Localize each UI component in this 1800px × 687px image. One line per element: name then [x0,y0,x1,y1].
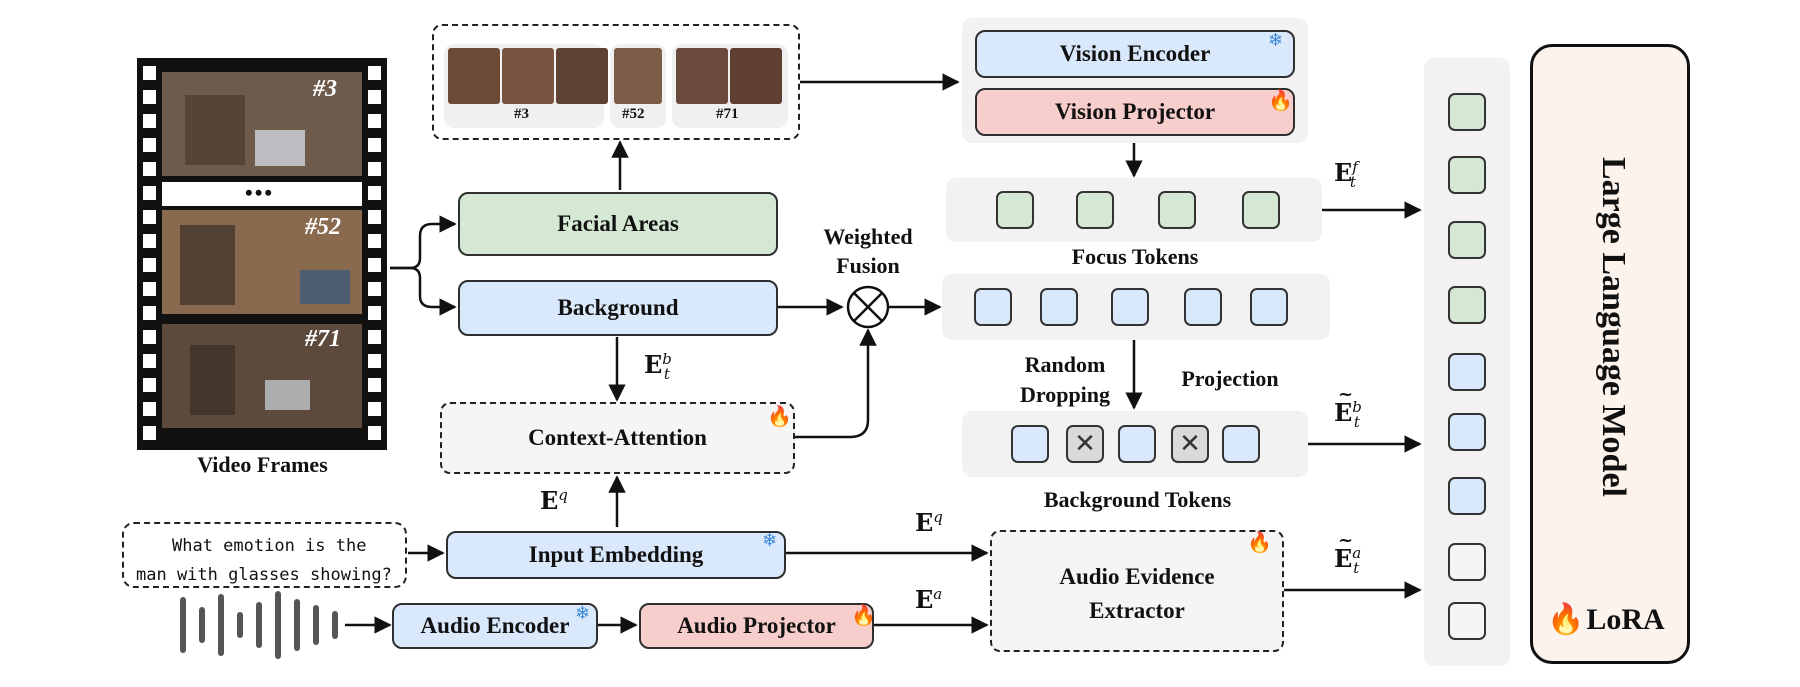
random-label: Random [1024,352,1106,377]
film-strip-icon [137,58,387,450]
input-embedding-box: Input Embedding [446,531,786,579]
face-label-3: #3 [514,106,529,122]
frame-label-71: #71 [305,326,341,352]
llm-token [1448,413,1486,451]
dropping-label: Dropping [1019,382,1111,407]
background-token [1111,288,1149,326]
audio-projector-box: Audio Projector [639,603,874,649]
math-e-t-b: Ebt [644,350,672,383]
fire-icon: 🔥 [1247,530,1272,554]
vision-projector-box: Vision Projector [975,88,1295,136]
math-e-tilde-t-a: ~Eat [1334,530,1362,577]
cross-multiply-icon [846,285,890,329]
face-label-71: #71 [716,106,739,122]
vision-encoder-box: Vision Encoder [975,30,1295,78]
llm-token [1448,156,1486,194]
face-crop [556,48,608,104]
question-bubble: What emotion is the man with glasses sho… [122,522,407,588]
background-token [1184,288,1222,326]
context-attention-box: Context-Attention [440,402,795,474]
math-e-tilde-t-b: ~Ebt [1334,384,1362,431]
math-e-a: Ea [915,585,943,614]
audio-encoder-box: Audio Encoder [392,603,598,649]
background-token [1118,425,1156,463]
frame-label-3: #3 [313,76,337,102]
background-token [1250,288,1288,326]
dropped-token: ✕ [1066,425,1104,463]
weighted-fusion-label: Weighted Fusion [812,222,924,280]
face-crop [730,48,782,104]
frame-label-52: #52 [305,214,341,240]
llm-box: Large Language Model 🔥 LoRA [1530,44,1690,664]
face-label-52: #52 [622,106,645,122]
llm-token [1448,286,1486,324]
question-line-2: man with glasses showing? [136,565,392,585]
frame-ellipsis: ••• [245,180,275,205]
fire-icon: 🔥 [1268,88,1293,112]
llm-token [1448,93,1486,131]
llm-token [1448,543,1486,581]
lora-group: 🔥 LoRA [1547,602,1665,637]
fire-icon: 🔥 [767,404,792,428]
background-tokens-label: Background Tokens [1043,487,1232,512]
math-e-q-right: Eq [915,508,943,537]
fire-icon: 🔥 [851,603,876,627]
background-box: Background [458,280,778,336]
llm-token [1448,221,1486,259]
background-token [1011,425,1049,463]
focus-token [996,191,1034,229]
dropped-token: ✕ [1171,425,1209,463]
snowflake-icon: ❄ [1268,30,1284,51]
audio-evidence-extractor-box: Audio Evidence Extractor [990,530,1284,652]
llm-token [1448,353,1486,391]
projection-label: Projection [1181,366,1279,391]
math-e-q-left: Eq [540,486,568,515]
lora-label: LoRA [1586,602,1665,636]
weighted-label: Weighted [823,224,913,249]
math-e-t-f: Eft [1334,158,1358,191]
focus-token [1076,191,1114,229]
background-token [1222,425,1260,463]
question-line-1: What emotion is the [172,536,367,556]
face-crop [448,48,500,104]
face-crop [502,48,554,104]
extractor-line-2: Extractor [1089,598,1185,623]
facial-areas-box: Facial Areas [458,192,778,256]
fire-icon: 🔥 [1547,602,1585,637]
snowflake-icon: ❄ [575,603,591,624]
fusion-label: Fusion [836,253,900,278]
extractor-line-1: Audio Evidence [1059,564,1215,589]
llm-label: Large Language Model [1595,157,1632,497]
face-crop [614,48,662,104]
llm-token [1448,602,1486,640]
focus-tokens-label: Focus Tokens [1071,244,1199,269]
llm-token [1448,477,1486,515]
focus-token [1242,191,1280,229]
random-dropping-label: Random Dropping [1010,350,1120,410]
focus-token [1158,191,1196,229]
background-token [974,288,1012,326]
video-frames-caption: Video Frames [197,452,328,477]
face-crop [676,48,728,104]
background-token [1040,288,1078,326]
snowflake-icon: ❄ [762,530,778,551]
audio-waveform-icon [180,591,338,659]
